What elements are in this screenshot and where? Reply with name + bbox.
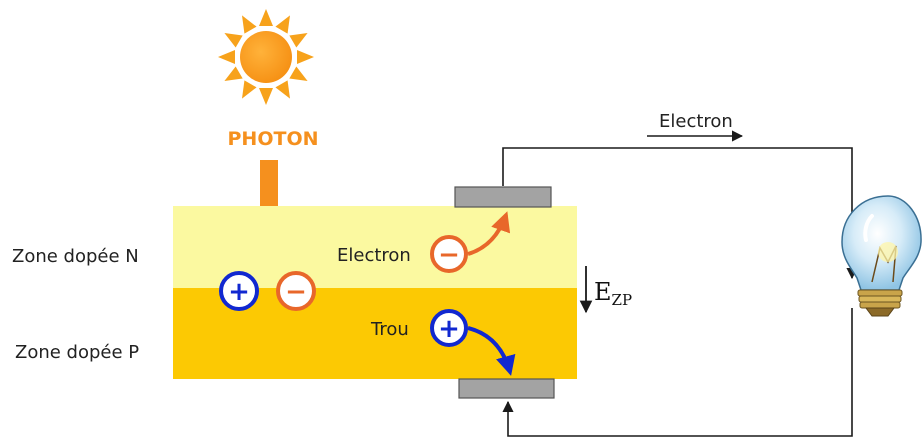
- field-label-main: E: [594, 278, 612, 306]
- zone-p-label: Zone dopée P: [15, 342, 139, 363]
- field-label-sub: ZP: [612, 291, 633, 309]
- photon-label: PHOTON: [228, 128, 319, 150]
- electron-circuit-label: Electron: [659, 111, 733, 132]
- circuit-wire-return: [502, 308, 853, 437]
- hole-moving-symbol: +: [430, 309, 468, 347]
- electron-symbol: −: [276, 271, 316, 311]
- svg-text:+: +: [228, 277, 250, 307]
- svg-text:−: −: [438, 240, 460, 270]
- electron-path-arrow: [467, 211, 511, 256]
- hole-symbol: +: [219, 271, 259, 311]
- electron-cell-label: Electron: [337, 245, 411, 266]
- hole-path-arrow: [467, 326, 516, 376]
- svg-text:+: +: [438, 314, 460, 344]
- top-electrode: [454, 186, 552, 208]
- sun-icon: [218, 9, 314, 105]
- hole-label: Trou: [370, 319, 409, 340]
- electron-moving-symbol: −: [430, 235, 468, 273]
- bottom-electrode: [458, 378, 555, 399]
- field-label: EZP: [594, 278, 632, 309]
- zone-n-label: Zone dopée N: [12, 246, 139, 267]
- light-bulb-icon: [841, 195, 922, 317]
- svg-text:−: −: [285, 277, 307, 307]
